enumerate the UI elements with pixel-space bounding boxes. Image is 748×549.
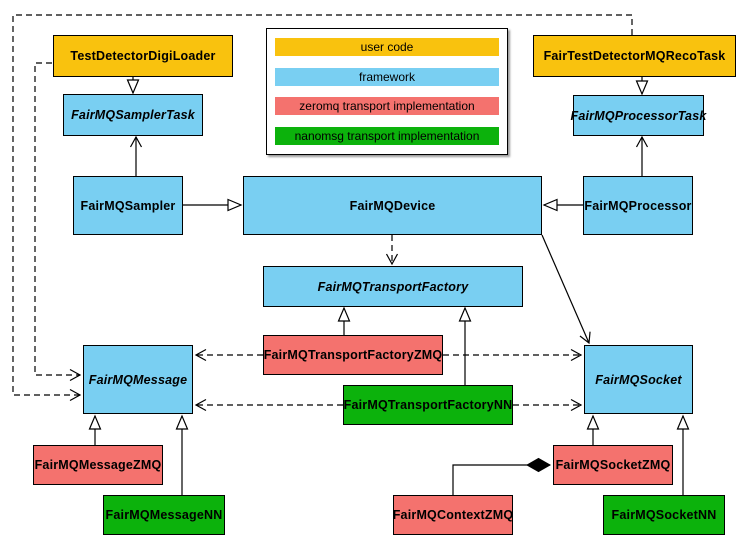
node-fairmq-socket-nn: FairMQSocketNN xyxy=(603,495,725,535)
node-fairmq-transport-factory-nn: FairMQTransportFactoryNN xyxy=(343,385,513,425)
node-fairmq-transport-factory-zmq: FairMQTransportFactoryZMQ xyxy=(263,335,443,375)
node-test-detector-digi-loader: TestDetectorDigiLoader xyxy=(53,35,233,77)
node-fair-test-detector-mq-reco-task: FairTestDetectorMQRecoTask xyxy=(533,35,736,77)
legend-item-framework: framework xyxy=(275,67,499,86)
edge-test-detector-digi-loader-to-fairmq-message xyxy=(34,62,82,382)
node-fairmq-device: FairMQDevice xyxy=(243,176,542,235)
node-fairmq-message-zmq: FairMQMessageZMQ xyxy=(33,445,163,485)
node-fairmq-sampler: FairMQSampler xyxy=(73,176,183,235)
legend-item-nanomsg: nanomsg transport implementation xyxy=(275,126,499,145)
node-fairmq-transport-factory: FairMQTransportFactory xyxy=(263,266,523,307)
node-fairmq-processor-task: FairMQProcessorTask xyxy=(570,95,706,136)
node-fairmq-processor: FairMQProcessor xyxy=(583,176,693,235)
legend: user code framework zeromq transport imple… xyxy=(266,28,508,155)
node-fairmq-socket-zmq: FairMQSocketZMQ xyxy=(553,445,673,485)
legend-item-zeromq: zeromq transport implementation xyxy=(275,97,499,116)
legend-item-user_code: user code xyxy=(275,38,499,56)
node-fairmq-socket: FairMQSocket xyxy=(584,345,693,414)
node-fairmq-context-zmq: FairMQContextZMQ xyxy=(393,495,513,535)
node-fairmq-message-nn: FairMQMessageNN xyxy=(103,495,225,535)
node-fairmq-sampler-task: FairMQSamplerTask xyxy=(63,94,203,136)
edge-fair-test-detector-mq-reco-task-to-fairmq-message xyxy=(12,14,633,402)
node-fairmq-message: FairMQMessage xyxy=(83,345,193,414)
edge-fairmq-device-to-fairmq-socket xyxy=(541,234,591,345)
edge-fairmq-context-zmq-to-fairmq-socket-zmq xyxy=(452,465,550,495)
